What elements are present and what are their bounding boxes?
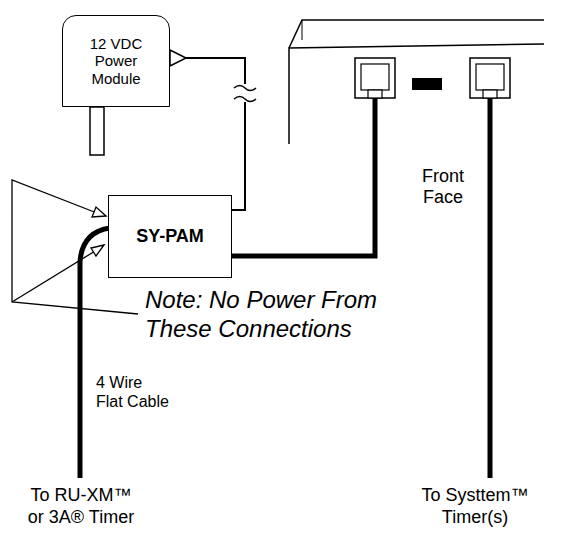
device-edge — [302, 20, 303, 40]
callout-arrowhead — [92, 207, 106, 217]
callout-leader — [12, 248, 100, 302]
box-label: SY-PAM — [113, 226, 228, 247]
break-mark — [234, 86, 256, 91]
face-label: Front Face — [413, 166, 473, 207]
timer-cable — [488, 96, 493, 478]
rj-latch — [368, 90, 382, 98]
destination-label: To RU-XM™ or 3A® Timer — [22, 485, 140, 528]
rj-latch — [483, 90, 497, 98]
rj-jack-inner — [476, 64, 504, 90]
box-label: 12 VDC Power Module — [71, 35, 161, 87]
destination-label: To Systtem™ Timer(s) — [410, 485, 540, 528]
note-text: Note: No Power From These Connections — [145, 286, 420, 344]
power-module-box: 12 VDC Power Module — [62, 15, 170, 107]
cable-connector — [232, 150, 375, 256]
flat-cable — [80, 228, 110, 478]
adapter-box: SY-PAM — [108, 195, 232, 278]
callout-arrowhead — [91, 245, 104, 256]
rj-jack — [355, 58, 395, 98]
device-top — [289, 20, 544, 48]
break-mark — [234, 97, 256, 102]
rj-jack-inner — [361, 64, 389, 90]
slot — [412, 78, 442, 90]
device-outline — [288, 18, 545, 150]
front-face-device: Front Face — [288, 18, 545, 150]
cord-plug — [170, 50, 186, 66]
rj-jack — [470, 58, 510, 98]
plug-prong — [90, 107, 104, 155]
cable-connector — [170, 58, 245, 210]
cable-label: 4 Wire Flat Cable — [96, 373, 172, 411]
device-face — [289, 44, 544, 144]
jack-cable — [373, 96, 378, 150]
